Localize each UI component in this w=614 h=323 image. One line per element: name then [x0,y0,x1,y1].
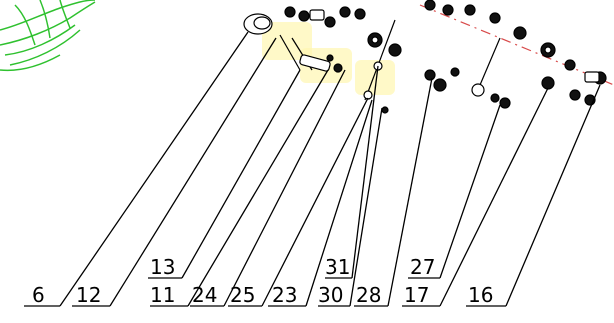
callout-17: 17 [404,283,429,307]
callout-labels: 6 12 13 11 24 25 23 31 30 28 27 17 16 [32,255,493,307]
callout-30: 30 [318,283,343,307]
callout-25: 25 [230,283,255,307]
callout-6: 6 [32,283,45,307]
callout-13: 13 [150,255,175,279]
green-sketch-outline [0,0,96,72]
callout-28: 28 [356,283,381,307]
leader-lines [24,31,601,307]
centerline [419,4,614,86]
callout-31: 31 [325,255,350,279]
callout-12: 12 [76,283,101,307]
callout-16: 16 [468,283,493,307]
callout-11: 11 [150,283,175,307]
callout-27: 27 [410,255,435,279]
parts-group [243,0,607,114]
callout-23: 23 [272,283,297,307]
callout-24: 24 [192,283,217,307]
